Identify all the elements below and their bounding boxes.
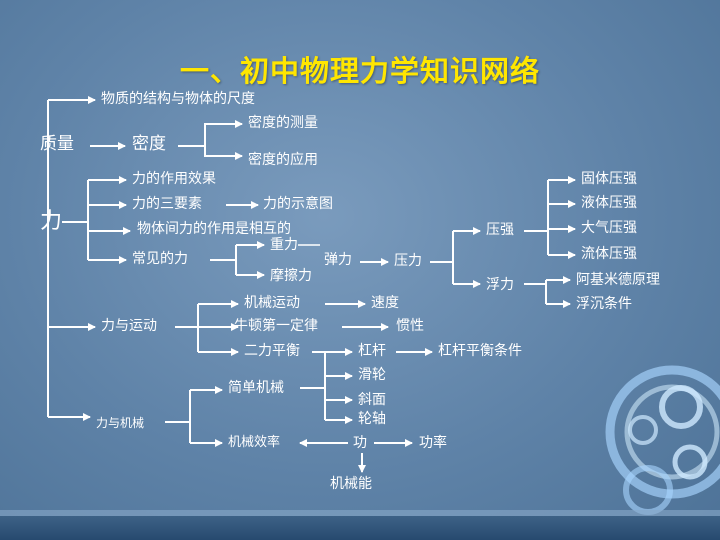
ring-small-mid [672, 444, 708, 480]
node-yeti: 液体压强 [581, 195, 637, 211]
ring-small-top [659, 385, 703, 429]
ring-small-left [628, 415, 658, 445]
node-guanxing: 惯性 [396, 318, 424, 334]
node-xianghu: 物体间力的作用是相互的 [137, 221, 291, 237]
node-gangan: 杠杆 [358, 343, 386, 359]
node-fuli: 浮力 [486, 277, 514, 293]
node-wuzhi: 物质的结构与物体的尺度 [101, 91, 255, 107]
node-li-zuoyong: 力的作用效果 [132, 171, 216, 187]
node-guti: 固体压强 [581, 171, 637, 187]
node-li: 力 [40, 209, 63, 234]
node-zhongli: 重力 [270, 237, 298, 253]
node-liyu-jixie: 力与机械 [96, 416, 145, 430]
node-midu-celiang: 密度的测量 [248, 115, 318, 131]
node-sudu: 速度 [371, 295, 399, 311]
node-erli: 二力平衡 [244, 343, 300, 359]
node-gonglv: 功率 [419, 435, 447, 451]
node-li-shiyitu: 力的示意图 [263, 196, 333, 212]
node-jixieneng: 机械能 [330, 476, 372, 492]
node-li-sanyaosu: 力的三要素 [132, 196, 202, 212]
node-midu: 密度 [132, 134, 166, 154]
node-niudun: 牛顿第一定律 [234, 318, 318, 334]
footer-bar [0, 516, 720, 540]
node-daqi: 大气压强 [581, 220, 637, 236]
node-lunzhou: 轮轴 [358, 411, 386, 427]
node-tanli: 弹力 [324, 252, 352, 268]
node-xiaolv: 机械效率 [228, 435, 281, 450]
node-fuchen: 浮沉条件 [576, 296, 632, 312]
node-xiemian: 斜面 [358, 392, 386, 408]
slide-title: 一、初中物理力学知识网络 [179, 54, 540, 88]
node-midu-yingyong: 密度的应用 [248, 152, 318, 168]
node-changjian: 常见的力 [132, 251, 188, 267]
node-liyu-yundong: 力与运动 [101, 318, 157, 334]
node-gong: 功 [353, 435, 367, 451]
footer-stripe [0, 510, 720, 516]
node-ajimide: 阿基米德原理 [576, 272, 660, 288]
node-liuti: 流体压强 [581, 246, 637, 262]
node-yaqiang: 压强 [486, 222, 514, 238]
node-hualun: 滑轮 [358, 367, 386, 383]
node-yali: 压力 [394, 253, 422, 269]
node-zhiliang: 质量 [40, 134, 74, 154]
node-gangan-pingheng: 杠杆平衡条件 [438, 343, 522, 359]
node-moca: 摩擦力 [270, 268, 312, 284]
node-jixie-yundong: 机械运动 [244, 295, 300, 311]
node-jiandan: 简单机械 [228, 380, 284, 396]
